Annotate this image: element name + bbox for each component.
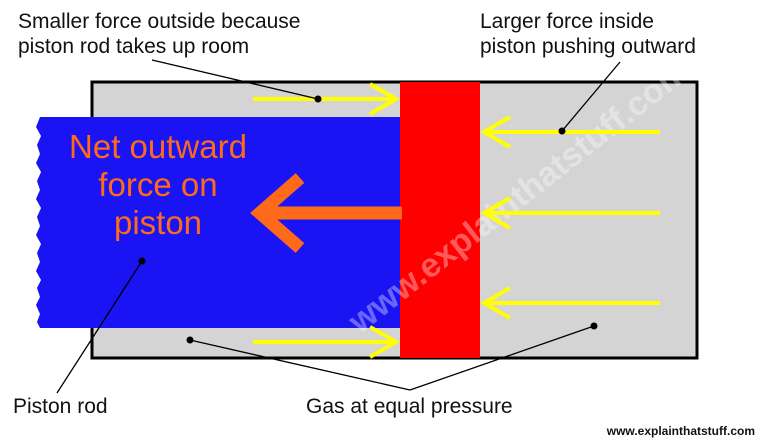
dot-larger-force xyxy=(558,127,566,135)
larger-force-label-line2: piston pushing outward xyxy=(480,35,696,58)
force-arrow-top-left xyxy=(253,82,401,116)
piston-rod xyxy=(36,117,400,328)
force-arrow-bottom-left xyxy=(253,325,401,359)
leader-larger-force xyxy=(561,61,621,132)
net-force-label-line3: piston xyxy=(114,204,202,241)
dot-smaller-force xyxy=(314,95,322,103)
credit-text: www.explainthatstuff.com xyxy=(606,424,755,438)
piston xyxy=(400,82,480,358)
smaller-force-label-line1: Smaller force outside because xyxy=(18,10,301,33)
leader-smaller-force xyxy=(151,59,319,100)
gas-label: Gas at equal pressure xyxy=(306,395,513,418)
leader-lines xyxy=(56,59,621,394)
net-force-label-line1: Net outward xyxy=(69,128,247,165)
force-arrow-inner-2 xyxy=(479,196,660,230)
smaller-force-label-line2: piston rod takes up room xyxy=(18,35,249,58)
larger-force-label-line1: Larger force inside xyxy=(480,10,654,33)
leader-gas-left xyxy=(189,339,411,391)
leader-dots xyxy=(138,95,598,344)
net-force-arrow xyxy=(250,173,402,253)
piston-rod-label: Piston rod xyxy=(13,395,108,418)
dot-gas-right xyxy=(590,322,598,330)
force-arrow-inner-3 xyxy=(479,286,660,320)
net-force-label-line2: force on xyxy=(98,166,217,203)
leader-gas-right xyxy=(409,325,595,391)
dot-gas-left xyxy=(186,336,194,344)
leader-piston-rod xyxy=(56,260,143,394)
outer-force-arrows xyxy=(253,82,401,359)
inner-force-arrows xyxy=(479,115,660,320)
dot-piston-rod xyxy=(138,257,146,265)
force-arrow-inner-1 xyxy=(479,115,660,149)
